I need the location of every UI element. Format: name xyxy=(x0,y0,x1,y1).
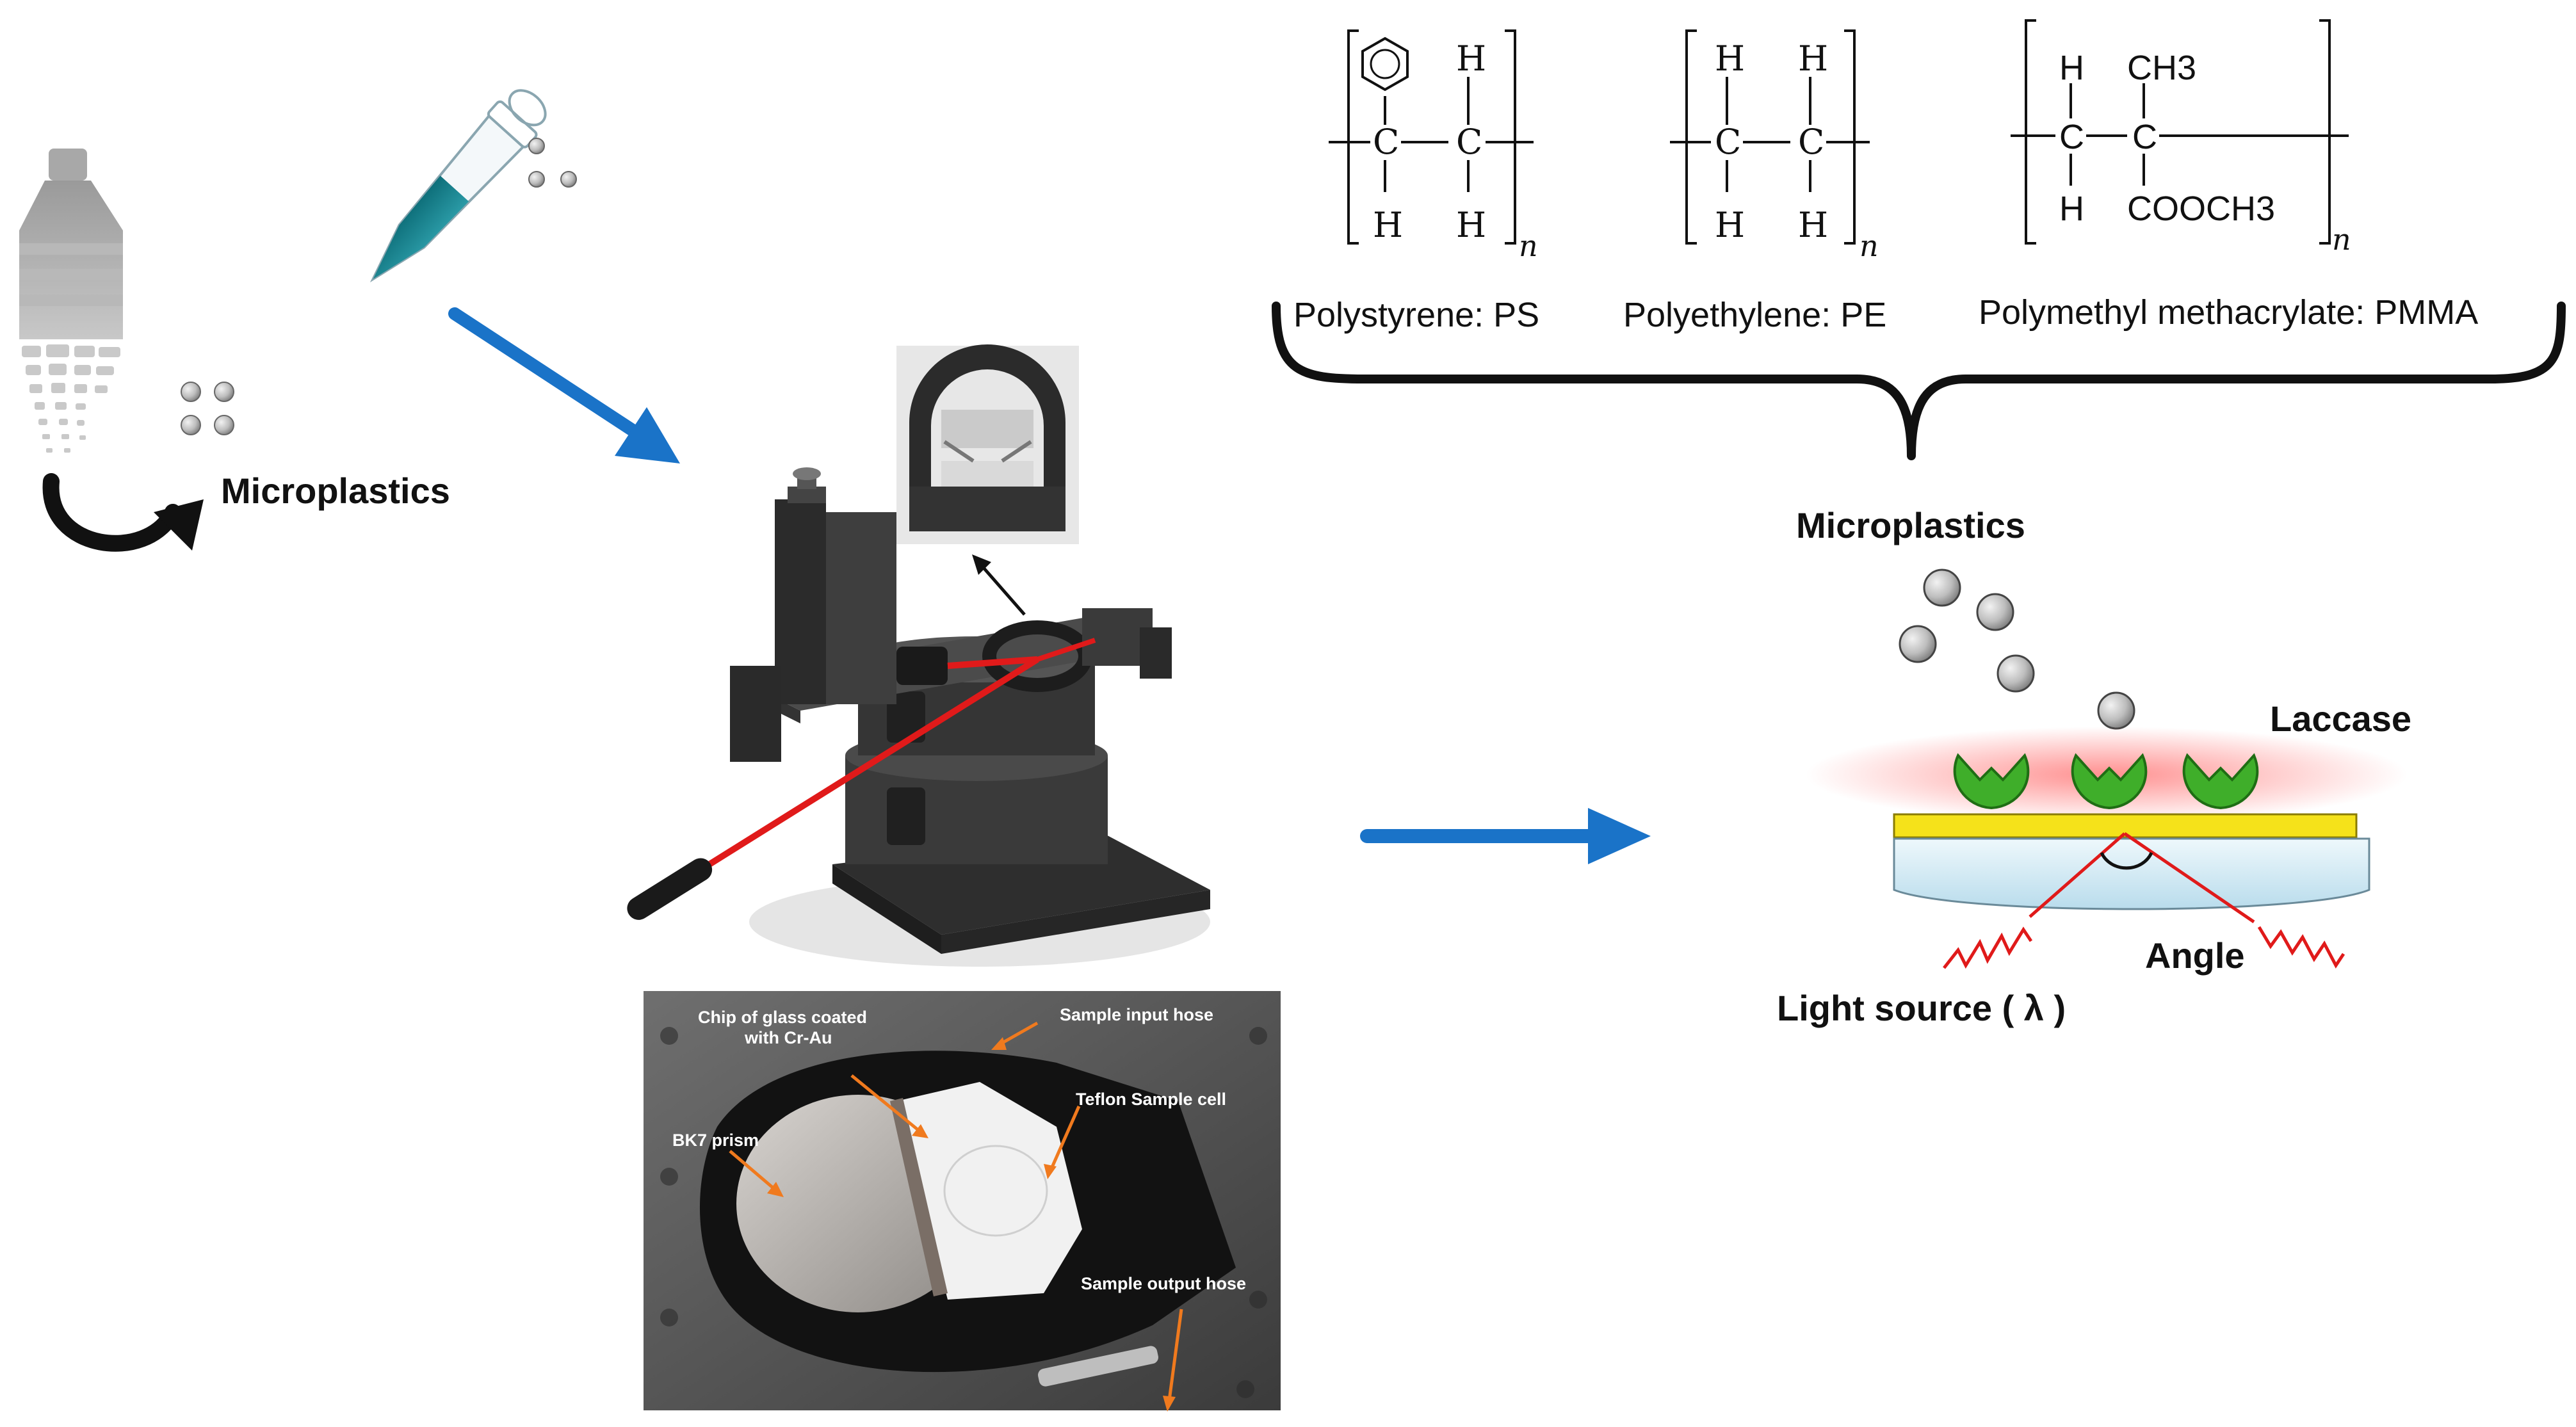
pmma-methyl: CH3 xyxy=(2127,49,2196,87)
spr-instrument-render xyxy=(627,467,1210,967)
microplastics-label-right: Microplastics xyxy=(1796,505,2025,545)
particle-icon xyxy=(2097,691,2135,730)
gold-film xyxy=(1893,813,2358,839)
pmma-ester: COOCH3 xyxy=(2127,189,2275,228)
pe-atom-c1: C xyxy=(1715,122,1741,162)
particle-group-left xyxy=(181,382,234,435)
curved-arrow-icon xyxy=(42,473,204,552)
particle-icon xyxy=(1997,654,2035,693)
bk7-prism-label: BK7 prism xyxy=(672,1131,759,1150)
particle-icon xyxy=(214,382,234,402)
light-source-label: Light source ( λ ) xyxy=(1777,988,2066,1028)
chip-label-line2: with Cr-Au xyxy=(744,1028,832,1047)
ps-atom-h1: H xyxy=(1456,38,1486,79)
arrow-instrument-to-sensor xyxy=(1360,808,1651,864)
arrow-tube-to-instrument xyxy=(448,307,680,464)
output-hose-label: Sample output hose xyxy=(1081,1274,1246,1293)
ps-repeat-n: n xyxy=(1519,229,1538,263)
ps-atom-h2: H xyxy=(1373,205,1403,245)
particle-icon xyxy=(1899,625,1937,663)
input-hose-label: Sample input hose xyxy=(1060,1005,1213,1024)
plastic-bottle-icon xyxy=(19,149,123,453)
polyethylene-structure: C C H H H H n xyxy=(1670,29,1879,263)
pmma-atom-c1: C xyxy=(2059,118,2084,156)
sample-cell-inset xyxy=(896,344,1079,544)
benzene-ring-icon xyxy=(1361,36,1409,92)
particle-icon xyxy=(560,171,577,188)
glass-prism xyxy=(1893,837,2370,910)
pmma-atom-c2: C xyxy=(2132,118,2157,156)
sample-cell-photo: Chip of glass coated with Cr-Au Sample i… xyxy=(644,991,1281,1412)
wave-icon xyxy=(1943,926,2033,969)
pe-atom-h3: H xyxy=(1715,205,1745,245)
polystyrene-name: Polystyrene: PS xyxy=(1293,296,1539,334)
microplastics-label-left: Microplastics xyxy=(221,471,450,511)
pe-atom-h4: H xyxy=(1798,205,1828,245)
pe-atom-h2: H xyxy=(1798,38,1828,79)
polyethylene-name: Polyethylene: PE xyxy=(1623,296,1886,334)
particle-icon xyxy=(181,415,201,435)
laccase-label: Laccase xyxy=(2270,698,2411,739)
particle-icon xyxy=(1976,593,2014,631)
particle-icon xyxy=(1923,568,1961,607)
pipette-tube-icon xyxy=(369,89,547,283)
pe-atom-h1: H xyxy=(1715,38,1745,79)
polystyrene-structure: C C H H H n xyxy=(1329,29,1538,263)
ps-atom-h3: H xyxy=(1456,205,1486,245)
polymer-group-brace xyxy=(1272,302,2566,460)
angle-label: Angle xyxy=(2145,935,2245,976)
particle-icon xyxy=(181,382,201,402)
pe-atom-c2: C xyxy=(1798,122,1824,162)
chip-label-line1: Chip of glass coated xyxy=(698,1008,867,1027)
particle-icon xyxy=(214,415,234,435)
particle-icon xyxy=(528,138,545,154)
pmma-repeat-n: n xyxy=(2332,222,2351,257)
wave-icon xyxy=(2257,926,2345,969)
ps-atom-c2: C xyxy=(1456,122,1482,162)
pe-repeat-n: n xyxy=(1859,229,1879,263)
pmma-structure: C C H H CH3 COOCH3 n xyxy=(2011,19,2351,257)
particle-group-tube xyxy=(528,138,577,188)
laccase-enzyme-icon xyxy=(1953,753,2030,810)
laccase-enzyme-icon xyxy=(2071,753,2148,810)
pmma-atom-h2: H xyxy=(2059,189,2084,228)
particle-icon xyxy=(528,171,545,188)
angle-arc xyxy=(2100,851,2153,870)
spr-sensor-schematic: Microplastics Laccase Angle Light source… xyxy=(1777,505,2411,1028)
ps-atom-c1: C xyxy=(1373,122,1399,162)
pmma-name: Polymethyl methacrylate: PMMA xyxy=(1979,293,2478,332)
laccase-enzyme-icon xyxy=(2182,753,2259,810)
pmma-atom-h1: H xyxy=(2059,49,2084,87)
teflon-cell-label: Teflon Sample cell xyxy=(1076,1090,1226,1109)
